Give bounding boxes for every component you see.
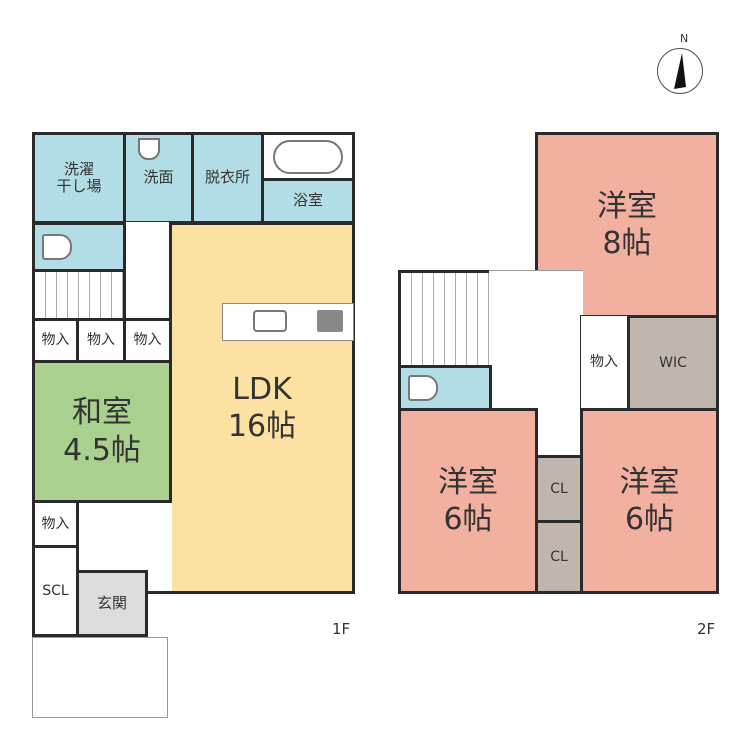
room-label: 物入 bbox=[87, 332, 115, 349]
room-storage-2f: 物入 bbox=[580, 315, 630, 411]
room-scl: SCL bbox=[32, 545, 79, 637]
room-washitsu: 和室 4.5帖 bbox=[32, 360, 172, 503]
porch bbox=[32, 637, 168, 718]
room-label: 干し場 bbox=[56, 177, 102, 195]
stove-icon bbox=[317, 310, 343, 332]
compass-label: N bbox=[680, 32, 689, 45]
room-label: LDK bbox=[232, 371, 292, 407]
room-storage-2: 物入 bbox=[76, 318, 126, 363]
north-arrow-icon bbox=[674, 53, 686, 89]
hallway-1f bbox=[123, 222, 172, 321]
compass bbox=[657, 48, 703, 94]
kitchen-counter bbox=[222, 303, 354, 341]
room-storage-4: 物入 bbox=[32, 500, 79, 548]
room-ldk: LDK 16帖 bbox=[169, 222, 355, 594]
room-label: 洋室 bbox=[597, 188, 657, 224]
room-label: WIC bbox=[659, 354, 687, 371]
room-closet-1: CL bbox=[535, 455, 583, 523]
room-label: CL bbox=[550, 480, 568, 497]
room-label: 脱衣所 bbox=[204, 168, 250, 187]
room-label: 8帖 bbox=[602, 226, 652, 261]
room-label: 洗濯 bbox=[63, 159, 94, 178]
room-western-6-right: 洋室 6帖 bbox=[580, 408, 719, 594]
room-label: 6帖 bbox=[443, 502, 493, 537]
room-label: 玄関 bbox=[96, 593, 127, 612]
room-label: 和室 bbox=[72, 395, 132, 430]
room-storage-1: 物入 bbox=[32, 318, 79, 363]
kitchen-sink-icon bbox=[253, 310, 287, 332]
stairs-1f bbox=[32, 269, 126, 321]
room-entrance: 玄関 bbox=[76, 570, 148, 637]
floor-label-1f: 1F bbox=[332, 620, 351, 638]
bathtub-icon bbox=[273, 140, 343, 174]
sink-icon bbox=[138, 138, 160, 160]
room-western-6-left: 洋室 6帖 bbox=[398, 408, 538, 594]
room-label: 洋室 bbox=[619, 464, 680, 500]
room-label: 物入 bbox=[41, 515, 70, 532]
stairs-2f bbox=[398, 270, 492, 368]
floor-label-2f: 2F bbox=[697, 620, 716, 638]
room-label: 洗面 bbox=[143, 168, 174, 187]
room-laundry-drying: 洗濯 干し場 bbox=[32, 132, 126, 224]
room-label: 16帖 bbox=[227, 409, 297, 444]
room-label: CL bbox=[550, 548, 568, 565]
toilet-icon bbox=[408, 375, 438, 401]
room-label: 物入 bbox=[133, 332, 162, 349]
room-label: 物入 bbox=[590, 353, 618, 370]
room-label: 4.5帖 bbox=[63, 432, 141, 468]
toilet-icon bbox=[42, 234, 72, 260]
room-label: 洋室 bbox=[438, 464, 498, 500]
room-label: SCL bbox=[42, 582, 69, 599]
room-bath: 浴室 bbox=[261, 178, 355, 224]
room-label: 浴室 bbox=[292, 191, 323, 210]
room-label: 物入 bbox=[41, 332, 70, 349]
room-western-8: 洋室 8帖 bbox=[535, 132, 719, 318]
room-dressing: 脱衣所 bbox=[191, 132, 264, 224]
room-storage-3: 物入 bbox=[123, 318, 172, 363]
room-closet-2: CL bbox=[535, 520, 583, 594]
room-label: 6帖 bbox=[624, 502, 675, 537]
room-wic: WIC bbox=[627, 315, 719, 411]
